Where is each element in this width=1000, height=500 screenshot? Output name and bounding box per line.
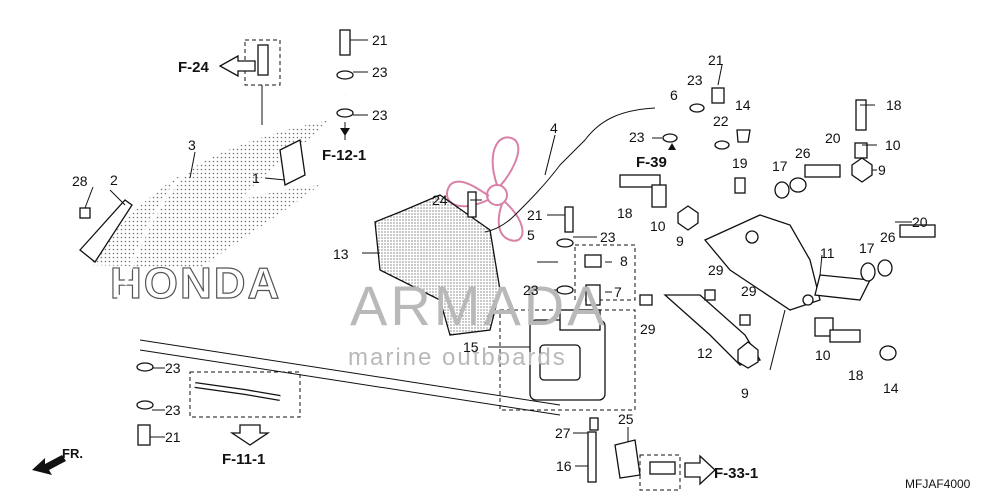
callout-9b: 9 bbox=[676, 233, 684, 249]
callout-23e: 23 bbox=[600, 229, 616, 245]
callout-18a: 18 bbox=[886, 97, 902, 113]
callout-23g: 23 bbox=[165, 360, 181, 376]
part-2-clamp bbox=[79, 199, 133, 263]
callout-14b: 14 bbox=[883, 380, 899, 396]
callout-26a: 26 bbox=[795, 145, 811, 161]
callout-10c: 10 bbox=[815, 347, 831, 363]
callout-23h: 23 bbox=[165, 402, 181, 418]
callout-23c: 23 bbox=[687, 72, 703, 88]
callout-8: 8 bbox=[620, 253, 628, 269]
callout-21c: 21 bbox=[527, 207, 543, 223]
fasteners bbox=[79, 29, 936, 491]
callout-numbers: 1 2 3 4 5 6 7 8 9 9 9 10 10 10 11 12 13 … bbox=[72, 32, 928, 474]
callout-17b: 17 bbox=[859, 240, 875, 256]
callout-29a: 29 bbox=[708, 262, 724, 278]
watermark-tagline: marine outboards bbox=[348, 344, 567, 371]
fitting-outline-box bbox=[574, 244, 636, 301]
ref-label-f12-1: F-12-1 bbox=[322, 147, 366, 164]
honda-logo-text: HONDA bbox=[110, 259, 281, 308]
part-4-brake-pipe bbox=[484, 107, 656, 233]
callout-28: 28 bbox=[72, 173, 88, 189]
callout-17a: 17 bbox=[772, 158, 788, 174]
arrow-left-icon bbox=[218, 54, 256, 78]
ref-label-f39: F-39 bbox=[636, 154, 667, 171]
callout-24: 24 bbox=[432, 192, 448, 208]
honda-wing-shape bbox=[90, 120, 330, 268]
fr-arrow-icon bbox=[32, 455, 66, 475]
callout-23b: 23 bbox=[372, 107, 388, 123]
watermark-propeller-logo bbox=[445, 136, 524, 242]
diagram-code: MFJAF4000 bbox=[905, 477, 971, 491]
direction-label: FR. bbox=[62, 446, 83, 461]
brake-hose-left bbox=[113, 93, 346, 396]
callout-21d: 21 bbox=[165, 429, 181, 445]
hose-detail-box bbox=[189, 371, 301, 418]
callout-27: 27 bbox=[555, 425, 571, 441]
callout-6: 6 bbox=[670, 87, 678, 103]
callout-29c: 29 bbox=[640, 321, 656, 337]
ref-label-f11-1: F-11-1 bbox=[222, 451, 265, 468]
callout-13: 13 bbox=[333, 246, 349, 262]
arrow-down-icon bbox=[229, 424, 271, 446]
part-1-bracket bbox=[279, 139, 306, 186]
callout-23a: 23 bbox=[372, 64, 388, 80]
ref-arrows bbox=[32, 54, 716, 486]
callout-14a: 14 bbox=[735, 97, 751, 113]
arrow-small-down-icon bbox=[340, 128, 350, 136]
callout-18b: 18 bbox=[617, 205, 633, 221]
callout-3: 3 bbox=[188, 137, 196, 153]
callout-4: 4 bbox=[550, 120, 558, 136]
pipe-to-abs bbox=[139, 339, 561, 406]
part-15-abs-modulator bbox=[529, 309, 606, 401]
callout-23d: 23 bbox=[629, 129, 645, 145]
ref-label-f33-1: F-33-1 bbox=[714, 465, 758, 482]
callout-26b: 26 bbox=[880, 229, 896, 245]
callout-16: 16 bbox=[556, 458, 572, 474]
callout-21a: 21 bbox=[372, 32, 388, 48]
part-13-mount-bracket bbox=[374, 194, 501, 336]
callout-9a: 9 bbox=[878, 162, 886, 178]
callout-10b: 10 bbox=[650, 218, 666, 234]
bracket-assembly-right bbox=[663, 214, 872, 366]
callout-9c: 9 bbox=[741, 385, 749, 401]
callout-15: 15 bbox=[463, 339, 479, 355]
callout-23f: 23 bbox=[523, 282, 539, 298]
callout-20a: 20 bbox=[825, 130, 841, 146]
callout-12: 12 bbox=[697, 345, 713, 361]
callout-19: 19 bbox=[732, 155, 748, 171]
ref-label-f24: F-24 bbox=[178, 59, 210, 76]
callout-1: 1 bbox=[252, 170, 260, 186]
callout-25: 25 bbox=[618, 411, 634, 427]
callout-10a: 10 bbox=[885, 137, 901, 153]
leader-lines bbox=[84, 39, 912, 467]
callout-2: 2 bbox=[110, 172, 118, 188]
callout-21b: 21 bbox=[708, 52, 724, 68]
arrow-right-icon bbox=[684, 454, 716, 486]
callout-22: 22 bbox=[713, 113, 729, 129]
callout-5: 5 bbox=[527, 227, 535, 243]
callout-20b: 20 bbox=[912, 214, 928, 230]
callout-29b: 29 bbox=[741, 283, 757, 299]
callout-7: 7 bbox=[614, 284, 622, 300]
callout-11: 11 bbox=[820, 245, 835, 261]
watermark-brand: ARMADA bbox=[350, 274, 608, 337]
callout-18c: 18 bbox=[848, 367, 864, 383]
abs-outline-box bbox=[499, 309, 636, 411]
arrow-small-up-icon bbox=[668, 143, 676, 150]
